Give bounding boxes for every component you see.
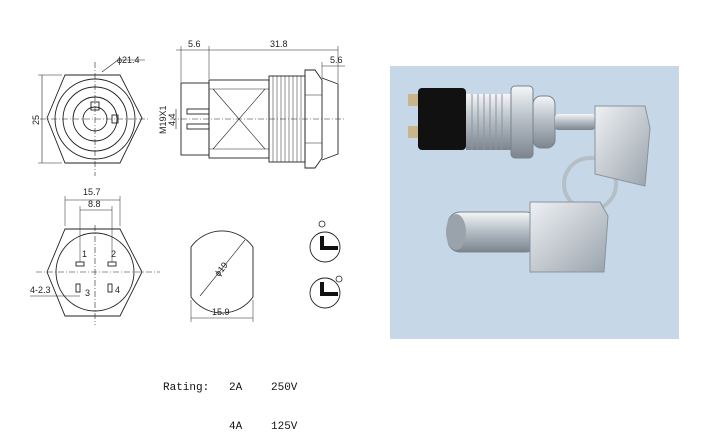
cutout-outline: [190, 230, 254, 314]
terminal-pin: [408, 126, 418, 138]
key-head: [594, 105, 651, 187]
cutout-diameter-label: ϕ19: [213, 260, 230, 278]
rear-inner-label: 8.8: [88, 199, 101, 209]
rating-row: Rating: 2A 250V: [163, 382, 311, 395]
terminal-2-slot: [107, 261, 117, 267]
rating-row: 4A 125V: [163, 421, 311, 434]
rating-label: Rating:: [163, 382, 210, 394]
terminal-dim-label: 4.4: [167, 113, 177, 126]
terminal-label-3: 3: [85, 288, 90, 298]
rating-voltage: 250V: [271, 382, 298, 394]
position-symbol-on: [309, 275, 343, 309]
terminal-label-1: 1: [82, 249, 87, 259]
key-switch-illustration: [408, 85, 651, 273]
rear-hex-outline: [46, 228, 143, 317]
cutout-diameter-line: [199, 239, 246, 297]
side-view: [170, 46, 345, 169]
panel-cutout: [190, 230, 254, 322]
cutout-width-label: 15.9: [212, 307, 230, 317]
terminal-lower: [186, 123, 210, 130]
terminal-1-slot: [75, 261, 85, 267]
pitch-label: 4-2.3: [30, 285, 51, 295]
height-dim-label: 25: [31, 115, 41, 125]
rating-block: Rating: 2A 250V 4A 125V: [163, 356, 311, 447]
rating-current: 2A: [229, 382, 243, 394]
right-dim-label: 5.6: [330, 55, 343, 65]
front-bezel: [532, 95, 556, 149]
terminal-pin: [408, 94, 418, 106]
tubular-key-tip: [446, 214, 466, 250]
terminal-view: [30, 196, 160, 325]
hex-nut-profile: [304, 69, 323, 169]
rating-current: 4A: [229, 421, 243, 433]
top-view: [38, 59, 150, 176]
length-dim-label: 31.8: [270, 39, 288, 49]
hex-outline: [46, 74, 143, 164]
terminal-3-slot: [75, 283, 81, 293]
terminal-upper: [186, 108, 210, 115]
rating-voltage: 125V: [271, 421, 298, 433]
rear-width-label: 15.7: [83, 187, 101, 197]
switch-black-housing: [418, 88, 466, 150]
loose-key-head: [529, 201, 609, 273]
hex-nut: [510, 85, 534, 159]
leader-line: [101, 59, 119, 73]
terminal-label-2: 2: [111, 249, 116, 259]
technical-drawing: ϕ21.4 25 5.6 31.8 5.6 M19X1 4.: [30, 39, 345, 325]
key-shaft: [555, 114, 595, 130]
thread-label: M19X1: [158, 105, 168, 134]
product-photo: [390, 66, 679, 339]
position-symbol-off: [309, 220, 341, 263]
left-dim-label: 5.6: [188, 39, 201, 49]
terminal-label-4: 4: [115, 285, 120, 295]
diameter-dim-label: ϕ21.4: [117, 55, 140, 65]
threaded-barrel: [466, 94, 511, 150]
terminal-4-slot: [107, 283, 113, 293]
